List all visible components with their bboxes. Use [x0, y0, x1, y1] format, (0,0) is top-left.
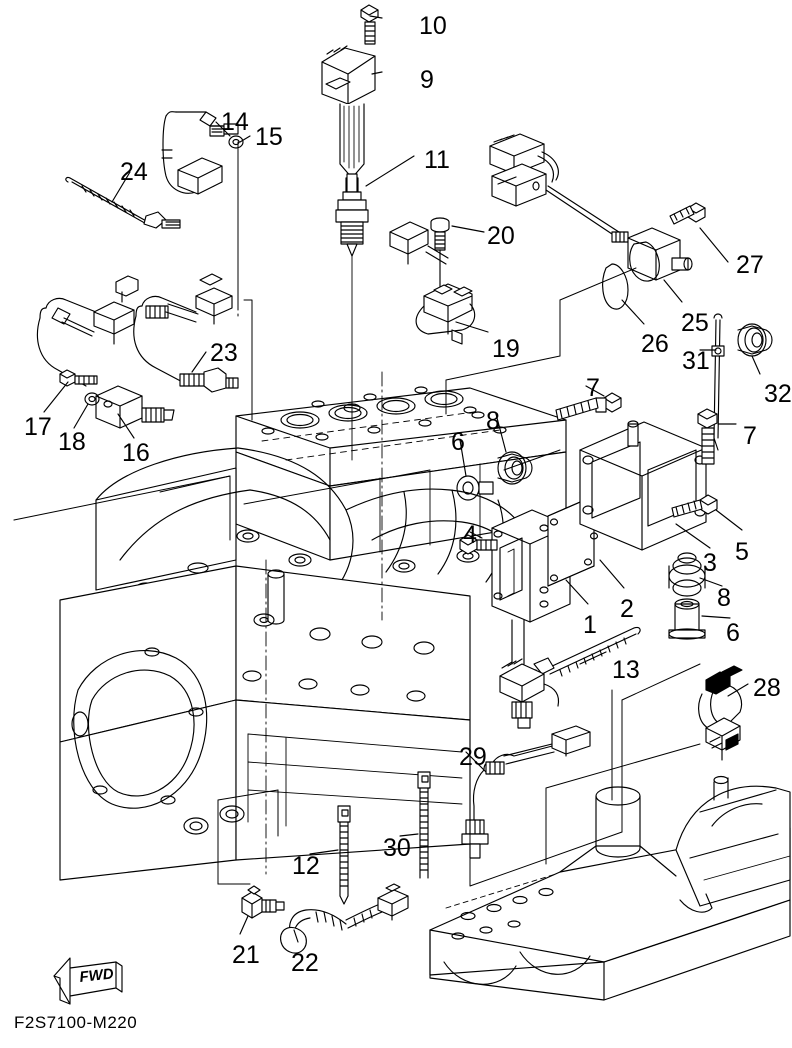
callout-12: 12	[292, 852, 320, 880]
callout-19: 19	[492, 335, 520, 363]
oil-pressure-switch-part	[241, 885, 285, 919]
callout-22: 22	[291, 949, 319, 977]
bracket-clamp-part	[489, 133, 706, 310]
callout-15: 15	[255, 123, 283, 151]
callout-6-upper: 6	[451, 428, 465, 456]
spark-plug-part	[335, 173, 369, 257]
engine-block-assembly	[59, 209, 567, 881]
diagram-code: F2S7100-M220	[14, 1013, 138, 1032]
callout-14: 14	[221, 108, 249, 136]
callout-7-left: 7	[586, 374, 600, 402]
callout-25: 25	[681, 309, 709, 337]
callout-7-right: 7	[743, 422, 757, 450]
callout-3: 3	[703, 549, 717, 577]
air-pressure-sensor-part	[389, 217, 476, 345]
thermo-sensor-part	[161, 111, 244, 195]
callout-29: 29	[459, 743, 487, 771]
callout-10: 10	[419, 12, 447, 40]
callout-8-lower: 8	[717, 584, 731, 612]
ignition-coil-part	[321, 4, 379, 201]
callout-11: 11	[424, 146, 450, 174]
tie-and-grommet-part	[711, 313, 773, 451]
callout-32: 32	[764, 380, 792, 408]
callout-1: 1	[583, 611, 597, 639]
callout-2: 2	[620, 595, 634, 623]
callout-18: 18	[58, 428, 86, 456]
plastic-locking-tie-c-part	[65, 176, 181, 229]
lead-wire-assembly-part	[280, 883, 409, 954]
callout-8-upper: 8	[486, 407, 500, 435]
crank-position-sensor-part	[133, 273, 239, 393]
callout-5: 5	[735, 538, 749, 566]
wire-holder-part	[698, 665, 743, 761]
leader-lines	[43, 15, 761, 943]
callout-6-lower: 6	[726, 619, 740, 647]
callout-24: 24	[120, 158, 148, 186]
callout-4: 4	[463, 521, 477, 549]
callout-23: 23	[210, 339, 238, 367]
oil-pan-assembly	[429, 689, 791, 1001]
callout-17: 17	[24, 413, 52, 441]
ecu-assembly-part	[456, 392, 718, 640]
callout-31: 31	[682, 347, 710, 375]
callout-16: 16	[122, 439, 150, 467]
fwd-text: FWD	[79, 965, 115, 985]
locking-ties-part	[337, 771, 431, 905]
callout-28: 28	[753, 674, 781, 702]
callout-21: 21	[232, 941, 260, 969]
assembly-guide-lines	[13, 141, 701, 887]
fwd-arrow	[53, 957, 123, 1005]
callout-30: 30	[383, 834, 411, 862]
callout-20: 20	[487, 222, 515, 250]
callout-26: 26	[641, 330, 669, 358]
callout-9: 9	[420, 66, 434, 94]
pulser-coil-assembly-part	[36, 275, 175, 429]
callout-13: 13	[612, 656, 640, 684]
ecu-harness-part	[499, 619, 560, 729]
callout-27: 27	[736, 251, 764, 279]
